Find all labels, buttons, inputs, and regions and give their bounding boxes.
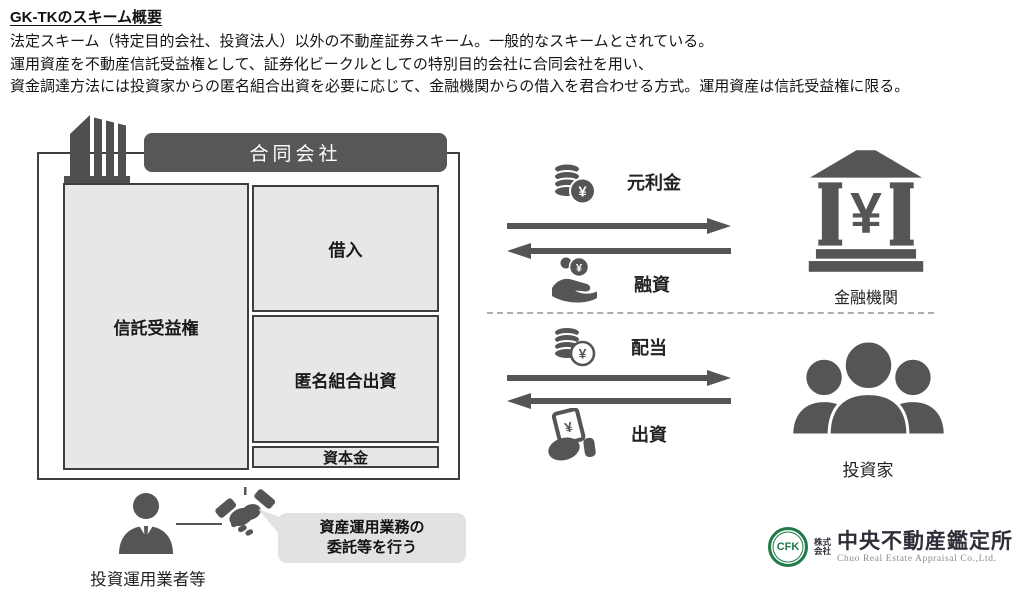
page-title: GK-TKのスキーム概要 xyxy=(10,9,163,26)
hand-coins-icon: ¥ xyxy=(552,256,597,303)
borrowing-label: 借入 xyxy=(328,241,363,260)
dashed-divider xyxy=(487,312,934,314)
arrow-left xyxy=(507,243,731,259)
handshake-icon xyxy=(215,487,276,536)
principal-interest-label: 元利金 xyxy=(627,173,681,193)
investors-icon xyxy=(790,339,947,437)
bank-icon: ¥ xyxy=(808,150,924,272)
arrow-right xyxy=(507,370,731,386)
cfk-logo-mark: CFK xyxy=(768,527,808,567)
logo-prefix-line: 会社 xyxy=(814,546,832,556)
trust-beneficiary-box: 信託受益権 xyxy=(63,183,249,470)
godo-kaisha-header: 合同会社 xyxy=(144,133,447,172)
description-line: 資金調達方法には投資家からの匿名組合出資を必要に応じて、金融機関からの借入を君合… xyxy=(10,78,910,95)
investment-label: 出資 xyxy=(631,425,667,445)
investors-label: 投資家 xyxy=(842,461,894,480)
logo-prefix: 株式 会社 xyxy=(814,538,831,556)
logo-text: 中央不動産鑑定所 Chuo Real Estate Appraisal Co.,… xyxy=(837,529,1014,565)
tk-investment-label: 匿名組合出資 xyxy=(294,371,397,391)
company-logo: CFK 株式 会社 中央不動産鑑定所 Chuo Real Estate Appr… xyxy=(768,527,1013,567)
dividend-label: 配当 xyxy=(631,338,667,358)
capital-label: 資本金 xyxy=(322,449,368,467)
building-icon xyxy=(64,115,130,183)
description-line: 運用資産を不動産信託受益権として、証券化ビークルとしての特別目的会社に合同会社を… xyxy=(10,55,653,73)
borrowing-box: 借入 xyxy=(252,185,439,312)
svg-text:¥: ¥ xyxy=(563,418,575,435)
delegation-speech-bubble: 資産運用業務の 委託等を行う xyxy=(278,513,466,563)
logo-prefix-line: 株式 xyxy=(814,537,832,547)
coins-dividend-icon: ¥ xyxy=(553,326,596,367)
svg-text:¥: ¥ xyxy=(850,181,882,245)
capital-box: 資本金 xyxy=(252,446,439,468)
tk-investment-box: 匿名組合出資 xyxy=(252,315,439,443)
logo-company-name-en: Chuo Real Estate Appraisal Co.,Ltd. xyxy=(837,554,997,564)
money-hand-icon: ¥ xyxy=(548,408,596,461)
svg-text:¥: ¥ xyxy=(578,184,587,201)
svg-text:¥: ¥ xyxy=(579,346,587,362)
coins-yen-icon: ¥ xyxy=(553,162,596,205)
svg-text:¥: ¥ xyxy=(576,263,583,275)
manager-connector-line xyxy=(176,523,222,525)
scheme-description: 法定スキーム（特定目的会社、投資法人）以外の不動産証券スキーム。一般的なスキーム… xyxy=(10,31,1020,99)
investment-manager-label: 投資運用業者等 xyxy=(90,571,206,589)
bank-label: 金融機関 xyxy=(833,290,898,307)
loan-label: 融資 xyxy=(634,275,670,295)
bubble-line: 資産運用業務の xyxy=(319,519,425,536)
logo-company-name: 中央不動産鑑定所 xyxy=(837,529,1014,553)
description-line: 法定スキーム（特定目的会社、投資法人）以外の不動産証券スキーム。一般的なスキーム… xyxy=(10,33,714,50)
arrow-right xyxy=(507,218,731,234)
arrow-left xyxy=(507,393,731,409)
bubble-line: 委託等を行う xyxy=(326,539,417,556)
trust-beneficiary-label: 信託受益権 xyxy=(113,319,199,338)
businessman-icon xyxy=(119,493,173,554)
